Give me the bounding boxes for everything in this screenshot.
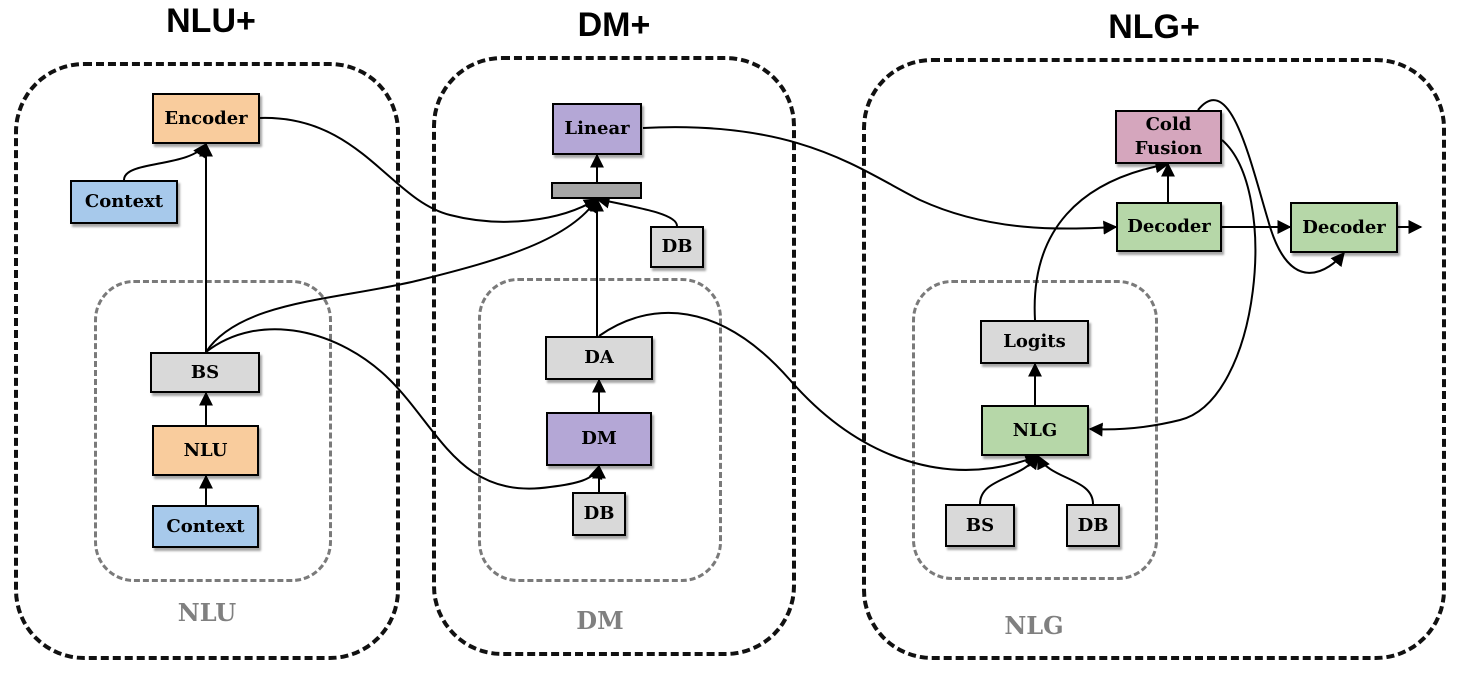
edge-logits-to-coldfusion [1033,159,1170,321]
db-top-box: DB [650,226,704,268]
nlu-plus-region [14,62,400,660]
nlu-region [94,280,332,582]
bs-nlu-box: BS [150,352,260,393]
decoder-right-box: Decoder [1290,202,1398,253]
edge-linear-to-decoder [642,126,1118,235]
edge-context-to-encoder [123,142,207,181]
edge-decoder-loop [1197,99,1345,274]
context-bottom-box: Context [152,505,259,548]
context-top-box: Context [70,180,178,224]
db-dm-box: DB [572,492,626,536]
db-nlg-box: DB [1066,504,1120,547]
edge-bs-to-dm [205,328,603,490]
dm-plus-title: DM+ [577,6,651,44]
nlg-plus-region [862,58,1446,660]
encoder-box: Encoder [152,93,260,144]
nlg-plus-title: NLG+ [1108,8,1200,46]
edge-bs-to-merge [205,197,598,353]
da-box: DA [545,336,653,380]
nlg-label: NLG [1004,611,1064,640]
dm-box: DM [546,412,652,466]
bs-nlg-box: BS [945,504,1015,547]
edge-bs-to-nlg [979,454,1039,505]
dm-region [478,278,722,582]
dm-plus-region [432,56,796,656]
edge-encoder-to-merge [259,116,599,223]
edge-coldfusion-to-nlg [1088,139,1257,437]
edge-db-to-nlg [1037,454,1094,505]
nlu-plus-title: NLU+ [166,2,256,40]
linear-box: Linear [552,103,642,155]
decoder-mid-box: Decoder [1116,202,1222,252]
cold-fusion-box: Cold Fusion [1115,110,1222,164]
edge-da-to-nlg [598,312,1040,471]
nlu-box: NLU [152,425,259,476]
nlg-box: NLG [981,405,1089,456]
nlg-region [912,280,1158,580]
logits-box: Logits [980,320,1089,364]
nlu-label: NLU [177,598,237,627]
dm-label: DM [576,606,624,635]
merge-bar [551,182,642,199]
edge-db-to-merge [595,194,678,227]
